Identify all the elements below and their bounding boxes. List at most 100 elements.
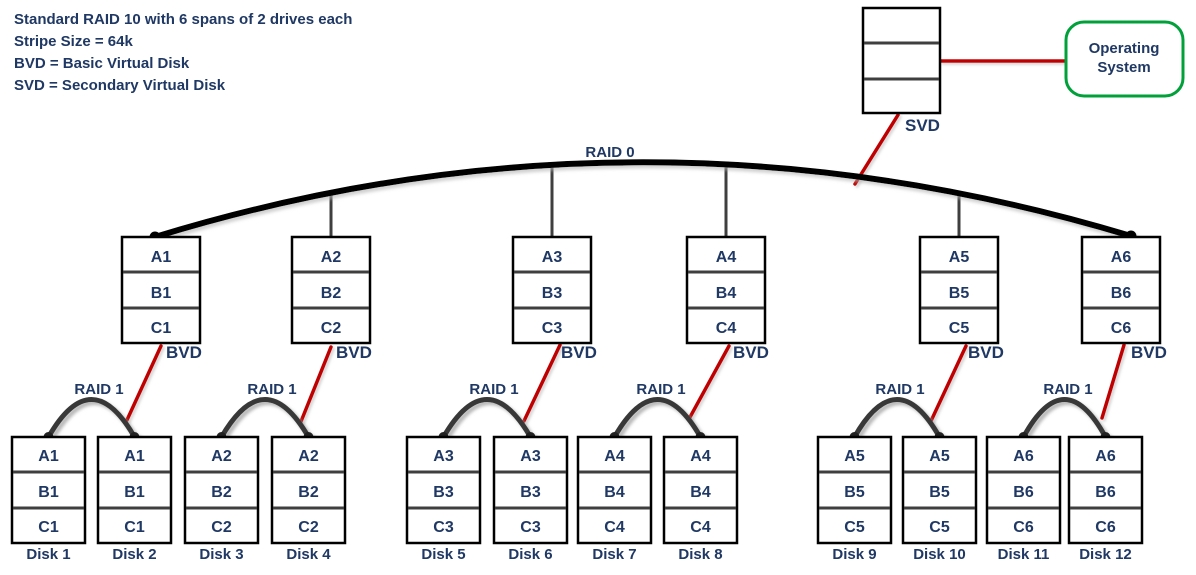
operating-system-label-line2: System bbox=[1097, 59, 1150, 76]
disk3-cell-a: A2 bbox=[211, 448, 232, 465]
disk3-cell-b: B2 bbox=[211, 484, 232, 501]
raid0-drop-lines bbox=[329, 165, 961, 236]
disk1-cell-c: C1 bbox=[38, 519, 59, 536]
disk12-cell-b: B6 bbox=[1095, 484, 1116, 501]
legend-line-title: Standard RAID 10 with 6 spans of 2 drive… bbox=[14, 11, 352, 28]
disk12-label: Disk 12 bbox=[1079, 546, 1132, 563]
disk6-cell-b: B3 bbox=[520, 484, 541, 501]
bvd6-cell-a: A6 bbox=[1111, 249, 1132, 266]
raid1-label-5: RAID 1 bbox=[875, 381, 924, 398]
disk12-cell-c: C6 bbox=[1095, 519, 1116, 536]
bvd1-cell-c: C1 bbox=[151, 320, 172, 337]
disk6-label: Disk 6 bbox=[508, 546, 552, 563]
disk2-cell-b: B1 bbox=[124, 484, 145, 501]
bvd2-cell-c: C2 bbox=[321, 320, 342, 337]
bvd6-cell-c: C6 bbox=[1111, 320, 1132, 337]
bvd-box-4 bbox=[685, 235, 767, 345]
bvd1-label: BVD bbox=[166, 343, 202, 362]
span-group-3: A3 B3 C3 BVD RAID 1 A3 B3 C3 Disk 5 A3 B… bbox=[405, 235, 597, 563]
raid1-label-6: RAID 1 bbox=[1043, 381, 1092, 398]
red-connector-bvd6-raid1 bbox=[1100, 343, 1126, 420]
disk2-cell-c: C1 bbox=[124, 519, 145, 536]
disk11-cell-b: B6 bbox=[1013, 484, 1034, 501]
disk6-cell-c: C3 bbox=[520, 519, 541, 536]
disk4-cell-c: C2 bbox=[298, 519, 319, 536]
raid1-label-4: RAID 1 bbox=[636, 381, 685, 398]
disk10-cell-b: B5 bbox=[929, 484, 950, 501]
bvd4-cell-b: B4 bbox=[716, 285, 737, 302]
bvd5-cell-a: A5 bbox=[949, 249, 970, 266]
disk-box-10 bbox=[901, 435, 978, 545]
disk-box-5 bbox=[405, 435, 482, 545]
disk8-cell-c: C4 bbox=[690, 519, 711, 536]
legend-line-svd-definition: SVD = Secondary Virtual Disk bbox=[14, 77, 226, 94]
disk1-cell-b: B1 bbox=[38, 484, 59, 501]
raid1-arc-6 bbox=[1021, 397, 1108, 440]
raid1-arc-3 bbox=[441, 397, 533, 440]
disk5-label: Disk 5 bbox=[421, 546, 465, 563]
raid1-label-2: RAID 1 bbox=[247, 381, 296, 398]
bvd-box-5 bbox=[918, 235, 1000, 345]
disk10-label: Disk 10 bbox=[913, 546, 966, 563]
disk7-cell-b: B4 bbox=[604, 484, 625, 501]
disk-box-1 bbox=[10, 435, 87, 545]
svd-box bbox=[861, 6, 942, 115]
red-connector-bvd5-raid1 bbox=[929, 344, 968, 423]
disk8-cell-b: B4 bbox=[690, 484, 711, 501]
raid1-arc-1 bbox=[46, 397, 137, 440]
disk-box-6 bbox=[492, 435, 569, 545]
disk8-cell-a: A4 bbox=[690, 448, 711, 465]
operating-system-label-line1: Operating bbox=[1089, 40, 1160, 57]
bvd-box-2 bbox=[290, 235, 372, 345]
disk11-cell-a: A6 bbox=[1013, 448, 1034, 465]
disk11-label: Disk 11 bbox=[998, 546, 1050, 563]
bvd5-cell-c: C5 bbox=[949, 320, 970, 337]
span-group-1: A1 B1 C1 BVD RAID 1 A1 B1 C1 Disk 1 A1 B… bbox=[10, 235, 202, 563]
legend-line-stripe-size: Stripe Size = 64k bbox=[14, 33, 133, 50]
span-group-5: A5 B5 C5 BVD RAID 1 A5 B5 C5 Disk 9 A5 B… bbox=[816, 235, 1004, 563]
operating-system-box bbox=[1064, 20, 1185, 98]
disk9-label: Disk 9 bbox=[832, 546, 876, 563]
disk2-cell-a: A1 bbox=[124, 448, 145, 465]
red-connector-bvd3-raid1 bbox=[522, 343, 562, 423]
disk4-cell-b: B2 bbox=[298, 484, 319, 501]
bvd5-cell-b: B5 bbox=[949, 285, 970, 302]
span-group-4: A4 B4 C4 BVD RAID 1 A4 B4 C4 Disk 7 A4 B… bbox=[576, 235, 769, 563]
disk-box-9 bbox=[816, 435, 893, 545]
red-connector-svd-raid0 bbox=[853, 113, 900, 186]
bvd3-cell-c: C3 bbox=[542, 320, 563, 337]
disk-box-3 bbox=[183, 435, 260, 545]
disk-box-8 bbox=[662, 435, 739, 545]
svd-virtual-disk: SVD bbox=[861, 6, 942, 135]
bvd4-cell-c: C4 bbox=[716, 320, 737, 337]
disk9-cell-a: A5 bbox=[844, 448, 865, 465]
disk10-cell-a: A5 bbox=[929, 448, 950, 465]
disk9-cell-b: B5 bbox=[844, 484, 865, 501]
disk-box-11 bbox=[985, 435, 1062, 545]
red-connectors bbox=[125, 59, 1126, 426]
span-group-6: A6 B6 C6 BVD RAID 1 A6 B6 C6 Disk 11 A6 … bbox=[985, 235, 1167, 563]
disk5-cell-b: B3 bbox=[433, 484, 454, 501]
disk1-cell-a: A1 bbox=[38, 448, 59, 465]
disk4-label: Disk 4 bbox=[286, 546, 331, 563]
bvd6-label: BVD bbox=[1131, 343, 1167, 362]
disk11-cell-c: C6 bbox=[1013, 519, 1034, 536]
bvd2-cell-b: B2 bbox=[321, 285, 342, 302]
disk5-cell-a: A3 bbox=[433, 448, 454, 465]
disk7-cell-c: C4 bbox=[604, 519, 625, 536]
bvd2-cell-a: A2 bbox=[321, 249, 342, 266]
legend: Standard RAID 10 with 6 spans of 2 drive… bbox=[14, 11, 352, 94]
svd-label: SVD bbox=[905, 116, 940, 135]
disk-box-4 bbox=[270, 435, 347, 545]
red-connector-bvd2-raid1 bbox=[298, 345, 333, 426]
bvd4-label: BVD bbox=[733, 343, 769, 362]
raid1-arc-2 bbox=[219, 397, 311, 440]
operating-system: Operating System bbox=[1064, 20, 1185, 98]
disk1-label: Disk 1 bbox=[26, 546, 70, 563]
raid0-span: RAID 0 bbox=[149, 144, 1137, 243]
disk7-label: Disk 7 bbox=[592, 546, 636, 563]
disk5-cell-c: C3 bbox=[433, 519, 454, 536]
disk7-cell-a: A4 bbox=[604, 448, 625, 465]
